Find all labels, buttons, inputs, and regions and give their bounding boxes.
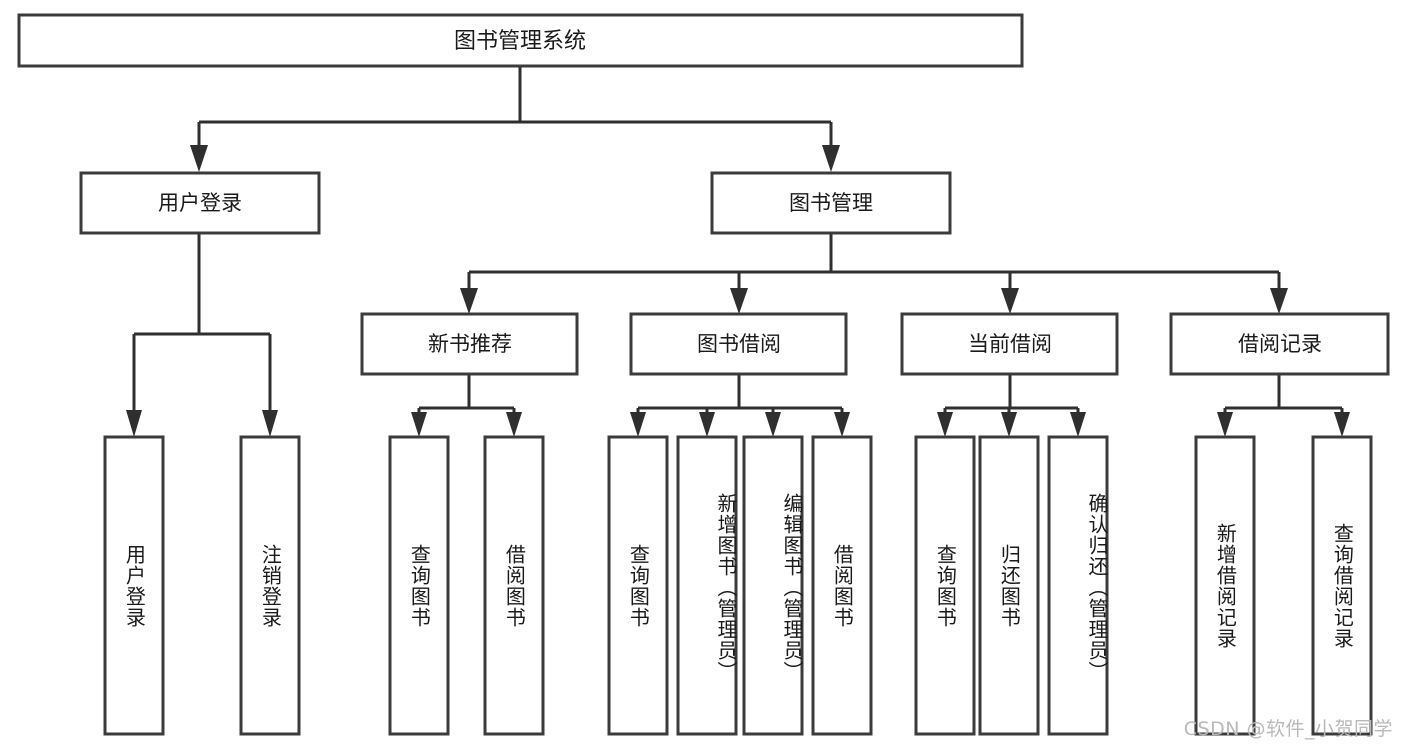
node-book-borrow-label: 图书借阅 xyxy=(697,332,781,356)
leaf-borrow-record-2-box[interactable] xyxy=(1311,435,1373,736)
node-book-borrow[interactable]: 图书借阅 xyxy=(629,312,848,376)
leaf-new-book-1-box[interactable] xyxy=(388,435,450,736)
node-book-manage-label: 图书管理 xyxy=(789,191,873,215)
leaf-user-login-1-box[interactable] xyxy=(103,435,165,736)
node-current-borrow-label: 当前借阅 xyxy=(968,332,1052,356)
leaf-current-borrow-3-box[interactable] xyxy=(1047,435,1109,736)
leaf-book-borrow-3-box[interactable] xyxy=(742,435,804,736)
leaf-current-borrow-1-box[interactable] xyxy=(914,435,976,736)
arrow-borrowrecord-leaf-2 xyxy=(1334,412,1350,437)
leaf-book-borrow-2-box[interactable] xyxy=(676,435,738,736)
arrow-userlogin-leaf-2 xyxy=(262,410,278,437)
node-root-box[interactable] xyxy=(17,13,1024,68)
node-borrow-record-label: 借阅记录 xyxy=(1238,332,1322,356)
node-new-book-recommend[interactable]: 新书推荐 xyxy=(360,312,579,376)
node-book-manage-box[interactable] xyxy=(710,171,952,235)
leaf-book-borrow-1-box[interactable] xyxy=(607,435,669,736)
node-book-borrow-box[interactable] xyxy=(629,312,848,376)
arrow-to-book-borrow xyxy=(730,288,748,314)
leaf-group-current-borrow xyxy=(914,435,1109,736)
leaf-user-login-2-box[interactable] xyxy=(239,435,301,736)
arrow-currentborrow-leaf-3 xyxy=(1070,412,1086,437)
node-current-borrow-box[interactable] xyxy=(900,312,1119,376)
arrow-to-current-borrow xyxy=(1001,288,1019,314)
node-user-login-label: 用户登录 xyxy=(158,191,242,215)
arrow-to-borrow-record xyxy=(1270,288,1288,314)
arrow-borrowrecord-leaf-1 xyxy=(1217,412,1233,437)
arrow-bookborrow-leaf-2 xyxy=(699,412,715,437)
node-book-manage[interactable]: 图书管理 xyxy=(710,171,952,235)
node-new-book-recommend-label: 新书推荐 xyxy=(428,332,512,356)
node-current-borrow[interactable]: 当前借阅 xyxy=(900,312,1119,376)
node-borrow-record-box[interactable] xyxy=(1169,312,1390,376)
arrow-bookborrow-leaf-4 xyxy=(834,412,850,437)
leaf-new-book-2-box[interactable] xyxy=(483,435,545,736)
node-new-book-recommend-box[interactable] xyxy=(360,312,579,376)
arrow-to-new-book-recommend xyxy=(460,288,478,314)
arrow-newbook-leaf-2 xyxy=(506,412,522,437)
arrow-newbook-leaf-1 xyxy=(411,412,427,437)
watermark-label: CSDN @软件_小贺同学 xyxy=(1183,718,1393,740)
node-root[interactable]: 图书管理系统 xyxy=(17,13,1024,68)
leaf-group-user-login xyxy=(103,435,301,736)
arrow-currentborrow-leaf-1 xyxy=(937,412,953,437)
arrow-currentborrow-leaf-2 xyxy=(1001,412,1017,437)
node-user-login-box[interactable] xyxy=(79,171,321,235)
node-borrow-record[interactable]: 借阅记录 xyxy=(1169,312,1390,376)
arrow-bookborrow-leaf-3 xyxy=(765,412,781,437)
node-user-login[interactable]: 用户登录 xyxy=(79,171,321,235)
connector-group xyxy=(126,66,1350,437)
leaf-group-book-borrow xyxy=(607,435,873,736)
arrow-userlogin-leaf-1 xyxy=(126,410,142,437)
leaf-book-borrow-4-box[interactable] xyxy=(811,435,873,736)
leaf-group-new-book-recommend xyxy=(388,435,545,736)
leaf-group-borrow-record xyxy=(1194,435,1373,736)
arrow-to-book-manage xyxy=(822,145,840,172)
leaf-borrow-record-1-box[interactable] xyxy=(1194,435,1256,736)
arrow-to-user-login xyxy=(190,145,208,172)
node-root-label: 图书管理系统 xyxy=(454,29,586,54)
leaf-current-borrow-2-box[interactable] xyxy=(978,435,1040,736)
arrow-bookborrow-leaf-1 xyxy=(630,412,646,437)
